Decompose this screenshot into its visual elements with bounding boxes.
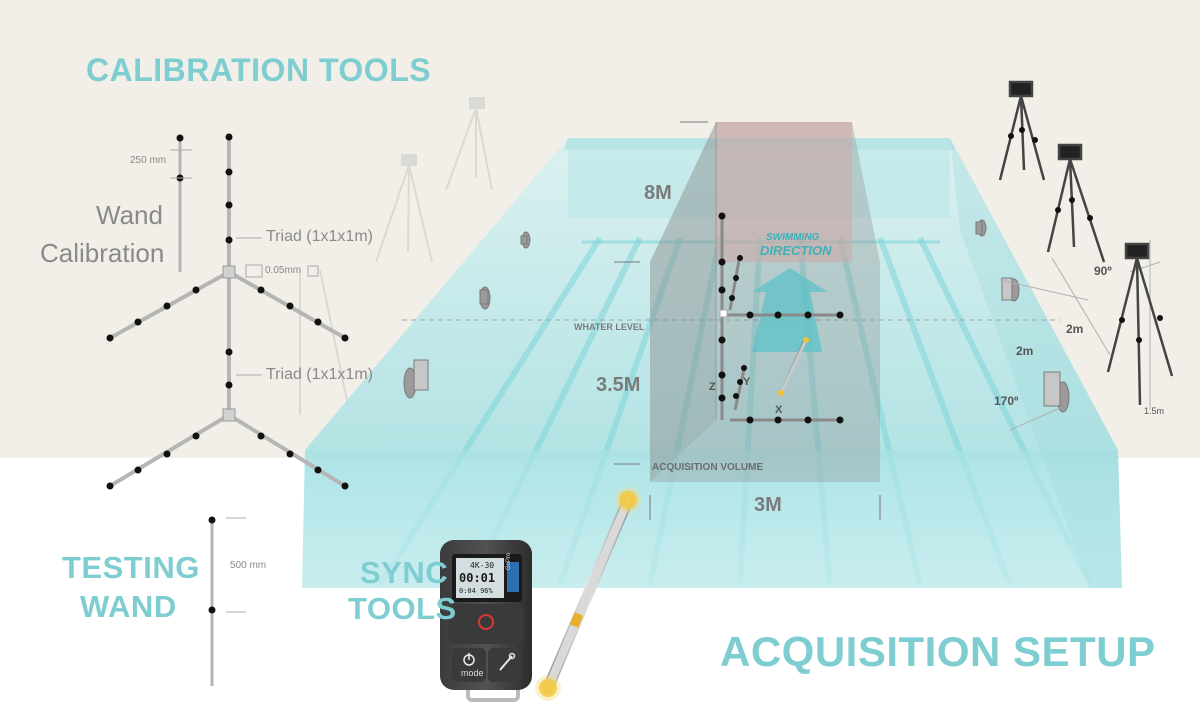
water-level-label: WHATER LEVEL: [574, 322, 645, 332]
calibration-leader-lines: [236, 237, 319, 376]
testing-wand-title-line2: WAND: [80, 589, 177, 624]
pool-width-label: 3M: [754, 494, 782, 516]
pool-depth-label: 3.5M: [596, 374, 641, 396]
triad-top-label: Triad (1x1x1m): [266, 228, 373, 245]
testing-wand-spacing-label: 500 mm: [230, 560, 267, 571]
pool-length-label: 8M: [644, 182, 672, 204]
calibration-tools-title: CALIBRATION TOOLS: [86, 52, 432, 88]
triad-bottom-markers: [106, 432, 349, 490]
camera-height-label: 1.5m: [1144, 406, 1165, 416]
swimming-direction-line1: SWIMMING: [766, 232, 820, 243]
axis-x-label: X: [775, 404, 783, 416]
triad-top-markers: [106, 133, 349, 389]
acquisition-volume: [614, 121, 881, 520]
pool: [302, 138, 1122, 588]
swimming-direction-arrow: [752, 268, 828, 352]
remote-screen-bottom: 0:04 96%: [459, 587, 493, 595]
calibration-wand: [170, 134, 192, 272]
camera-angle-bottom-label: 170º: [994, 394, 1019, 408]
axis-z-label: Z: [709, 381, 716, 393]
camera-angle-top-label: 90º: [1094, 264, 1112, 278]
wand-calibration-label-line2: Calibration: [40, 238, 165, 268]
remote-brand-label: GoPro: [506, 552, 512, 570]
remote-mode-label: mode: [461, 668, 484, 678]
swimming-direction-line2: DIRECTION: [760, 243, 832, 258]
remote-screen-top: 4K-30: [470, 561, 495, 570]
background-tripods: [299, 97, 493, 416]
gopro-remote: [440, 540, 532, 702]
pool-markers: [718, 212, 844, 424]
camera-spacing-label-1: 2m: [1066, 322, 1084, 336]
acquisition-setup-title: ACQUISITION SETUP: [720, 628, 1156, 675]
camera-angle-guides: [999, 240, 1161, 431]
pool-test-wand: [778, 337, 809, 396]
sync-tools-title-line1: SYNC: [360, 555, 449, 590]
acquisition-volume-label: ACQUISITION VOLUME: [652, 462, 764, 473]
tripod-markers: [1008, 127, 1163, 343]
marker-size-label: 0.05mm: [265, 265, 302, 276]
wand-calibration-label-line1: Wand: [96, 200, 163, 230]
underwater-cameras: [403, 219, 1070, 413]
wand-spacing-label: 250 mm: [130, 155, 167, 166]
testing-wand-title-line1: TESTING: [62, 550, 200, 585]
camera-spacing-label-2: 2m: [1016, 344, 1034, 358]
axis-y-label: Y: [743, 376, 751, 388]
triad-bottom-label: Triad (1x1x1m): [266, 366, 373, 383]
remote-screen-time: 00:01: [459, 571, 496, 585]
calibration-triad-bottom: [108, 413, 347, 488]
light-wand: [535, 487, 641, 701]
sync-tools-title-line2: TOOLS: [348, 591, 457, 626]
testing-wand: [208, 516, 246, 686]
